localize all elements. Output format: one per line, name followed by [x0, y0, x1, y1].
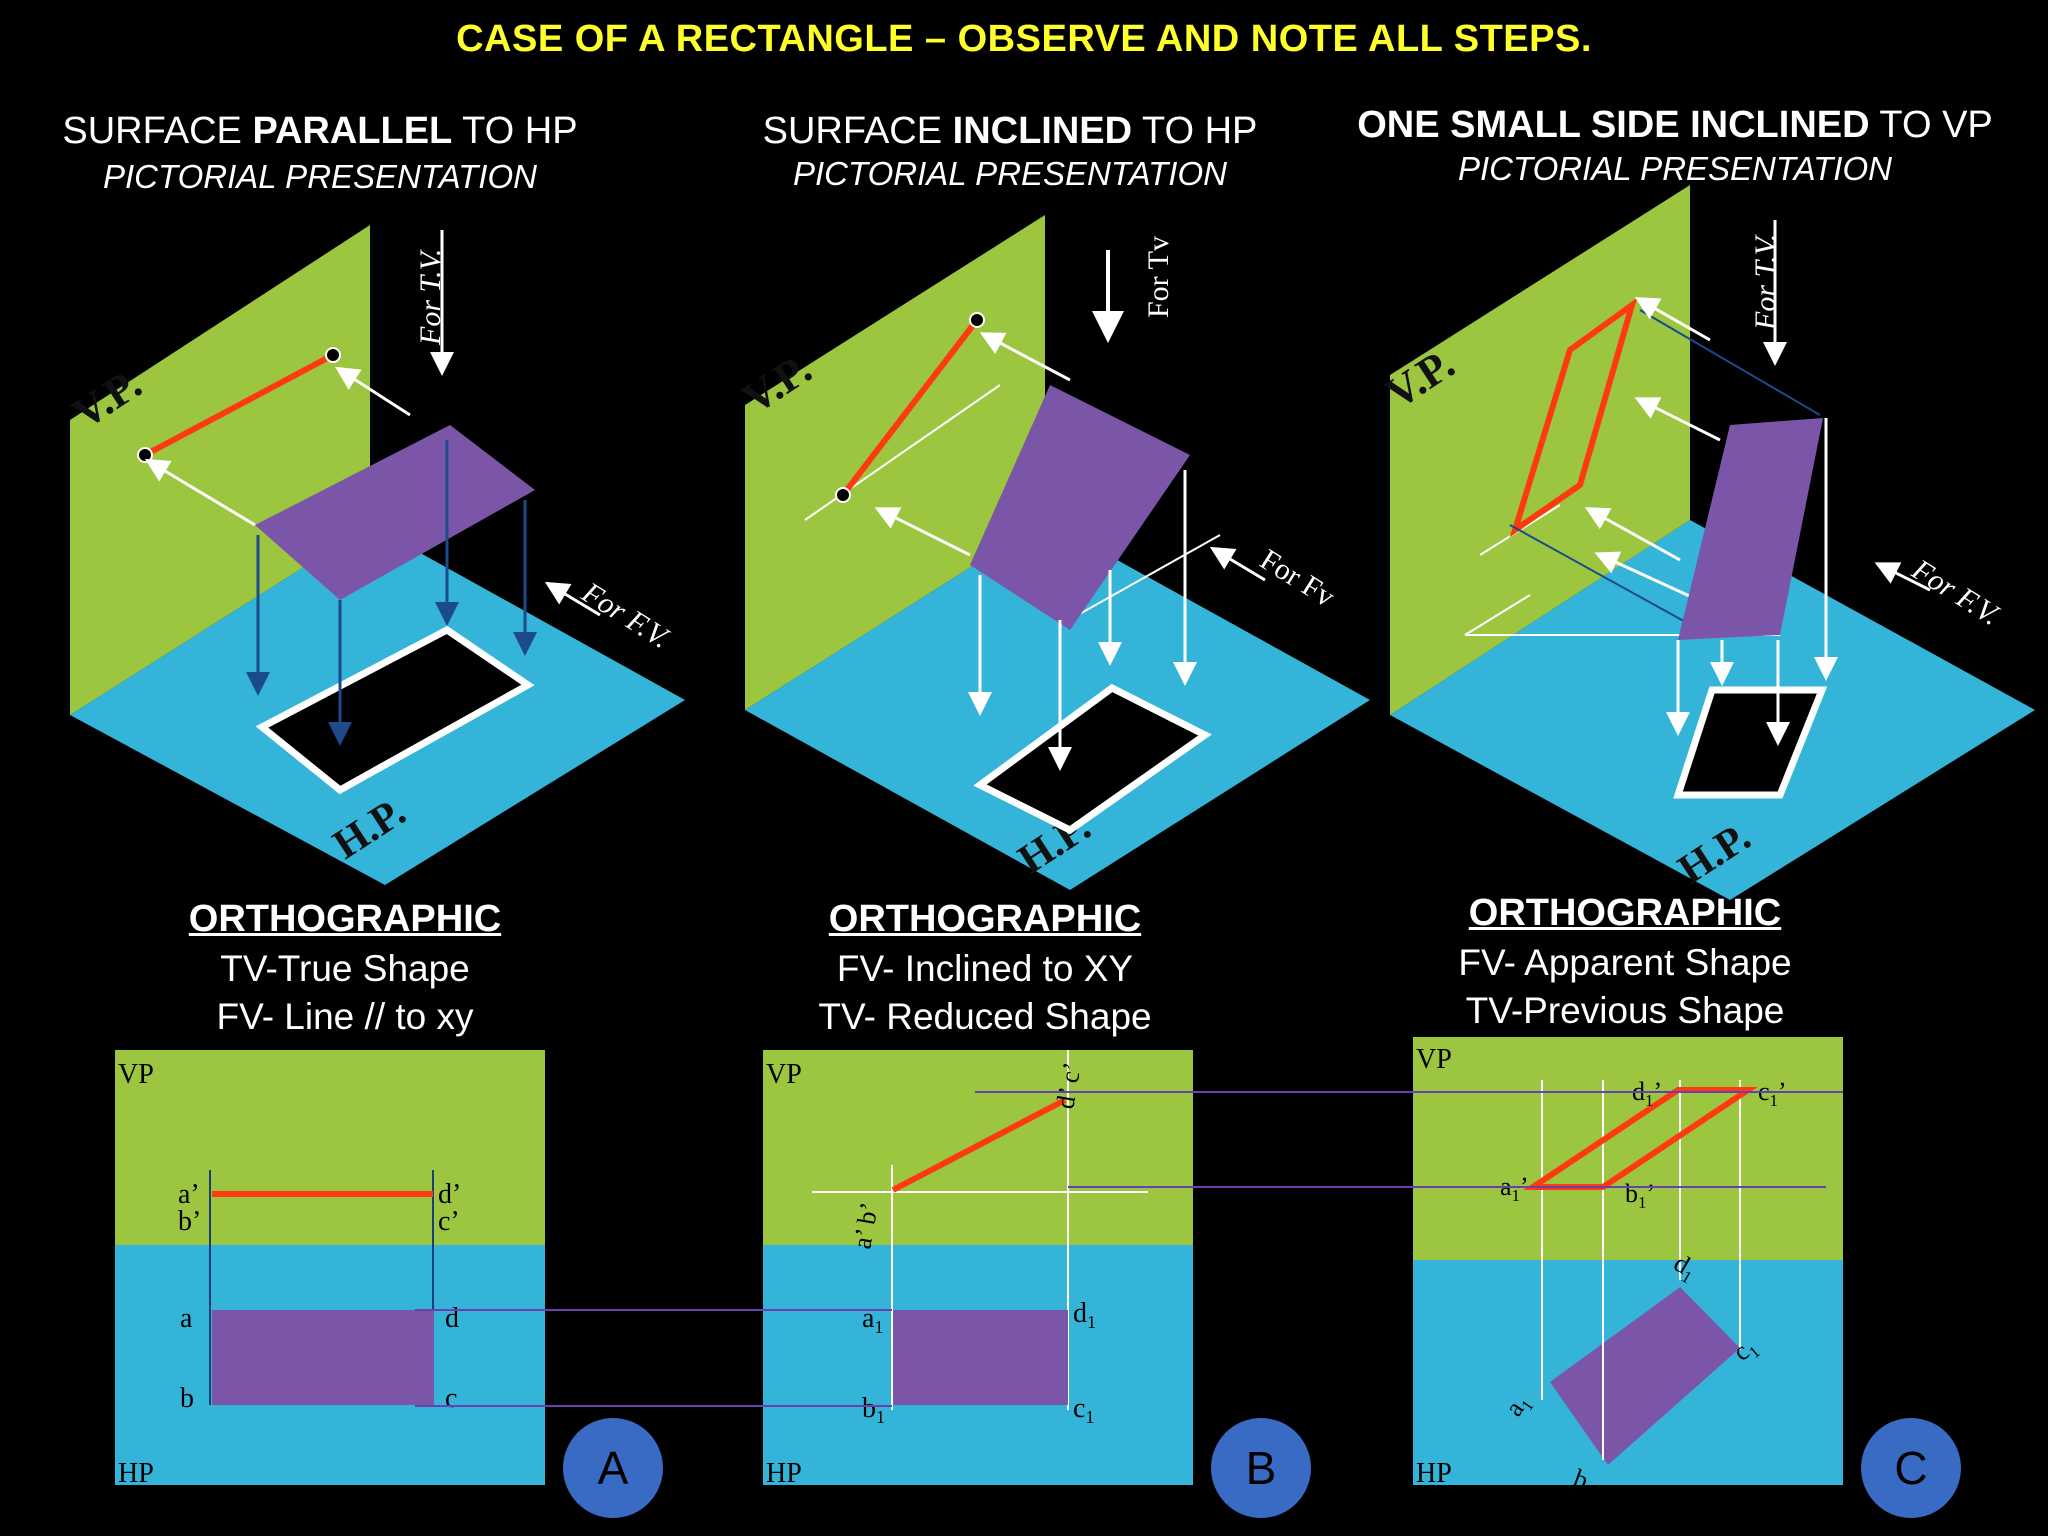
- arrow-label-tv-a: For T.V.: [414, 249, 447, 346]
- ortho-box-b: VP HP a’ b’ d’ c’ a1 b1 d1 c1: [763, 1050, 1193, 1489]
- front-view-edge-a: [143, 352, 335, 458]
- tv-rect-b: [893, 1310, 1068, 1405]
- ortho-line1-c: FV- Apparent Shape: [1458, 942, 1792, 983]
- subheading-panel-b: PICTORIAL PRESENTATION: [793, 155, 1227, 192]
- badge-b: B: [1211, 1418, 1311, 1518]
- pictorial-b: V.P. H.P. For Tv For Fv: [734, 215, 1370, 890]
- front-view-edge-b: [840, 318, 980, 497]
- surface-b: [970, 385, 1190, 630]
- vp-plane-a: [70, 225, 370, 715]
- ortho-title-c: ORTHOGRAPHIC: [1468, 892, 1782, 934]
- label-d-prime: d’: [438, 1179, 461, 1210]
- ortho-title-a: ORTHOGRAPHIC: [188, 898, 502, 940]
- ortho-box-c: VP HP a1’ b1’ d1’ c1’ a1 b1 c1 d1: [1413, 1037, 1843, 1502]
- ortho-line2-c: TV-Previous Shape: [1465, 990, 1785, 1031]
- subheading-panel-c: PICTORIAL PRESENTATION: [1458, 150, 1892, 187]
- tv-rect-a: [212, 1310, 434, 1405]
- subheading-panel-a: PICTORIAL PRESENTATION: [103, 158, 537, 195]
- vp-tag-b: VP: [766, 1059, 802, 1090]
- surface-a: [255, 425, 535, 600]
- ortho-line1-b: FV- Inclined to XY: [836, 948, 1134, 989]
- label-b1: b1: [862, 1393, 885, 1427]
- ortho-line1-a: TV-True Shape: [220, 948, 470, 989]
- heading-panel-c: ONE SMALL SIDE INCLINED TO VP: [1357, 104, 1993, 146]
- label-d: d: [445, 1303, 459, 1334]
- label-b: b: [180, 1383, 194, 1414]
- hp-tag-a: HP: [118, 1458, 154, 1489]
- tv-rect-c: [1550, 1287, 1740, 1465]
- top-view-rect-c: [1673, 686, 1828, 799]
- vp-plane-b: [745, 215, 1045, 710]
- vp-tag-a: VP: [118, 1059, 154, 1090]
- heading-panel-b: SURFACE INCLINED TO HP: [762, 110, 1258, 152]
- ortho-line2-a: FV- Line // to xy: [216, 996, 474, 1037]
- hp-tag-b: HP: [766, 1458, 802, 1489]
- label-a: a: [180, 1303, 193, 1334]
- label-c1: c1: [1073, 1393, 1094, 1427]
- top-view-rect-b: [973, 683, 1212, 835]
- arrow-label-tv-b: For Tv: [1142, 236, 1175, 318]
- badge-c: C: [1861, 1418, 1961, 1518]
- hp-tag-c: HP: [1416, 1458, 1452, 1489]
- vp-tag-c: VP: [1416, 1044, 1452, 1075]
- pictorial-a: V.P. H.P. For T.V. For F.V.: [64, 225, 685, 885]
- surface-c: [1678, 418, 1823, 640]
- top-view-rect-a: [255, 625, 535, 795]
- label-b-prime: b’: [178, 1206, 201, 1237]
- front-view-parallelogram-c: [1509, 297, 1638, 538]
- page-title: CASE OF A RECTANGLE – OBSERVE AND NOTE A…: [456, 18, 1592, 60]
- label-d1: d1: [1073, 1298, 1096, 1332]
- fv-line-b: [891, 1097, 1067, 1193]
- arrow-label-tv-c: For T.V.: [1749, 234, 1782, 331]
- pictorial-c: V.P. H.P. For T.V. For F.V.: [1377, 185, 2035, 900]
- heading-panel-a: SURFACE PARALLEL TO HP: [62, 110, 578, 152]
- ortho-line2-b: TV- Reduced Shape: [818, 996, 1152, 1037]
- badge-a: A: [563, 1418, 663, 1518]
- ortho-title-b: ORTHOGRAPHIC: [828, 898, 1142, 940]
- label-a-prime: a’: [178, 1179, 200, 1210]
- ortho-box-a: VP HP a’ b’ d’ c’ a b d c: [115, 1050, 545, 1489]
- hp-plane-b: [745, 520, 1370, 890]
- label-c-prime: c’: [438, 1206, 460, 1237]
- label-c: c: [445, 1383, 457, 1414]
